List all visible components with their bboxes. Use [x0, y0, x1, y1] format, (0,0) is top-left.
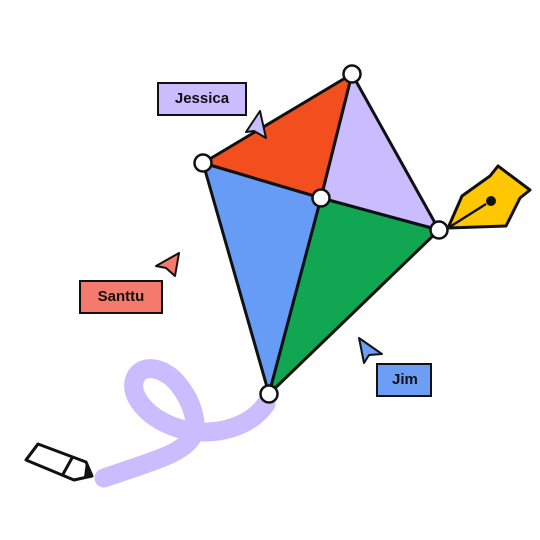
vertex-handle-left[interactable]	[193, 153, 213, 173]
pencil-icon[interactable]	[24, 442, 94, 482]
cursor-santtu-icon	[155, 252, 180, 277]
vertex-handle-top[interactable]	[342, 64, 362, 84]
vertex-handle-right[interactable]	[429, 220, 449, 240]
collaborator-label-jim: Jim	[376, 363, 432, 397]
cursor-jessica-icon	[245, 110, 267, 139]
vertex-handle-center[interactable]	[311, 188, 331, 208]
collaborator-label-jessica: Jessica	[157, 82, 247, 116]
cursor-jim-icon	[358, 337, 383, 364]
collaborator-label-santtu: Santtu	[79, 280, 163, 314]
vertex-handle-bottom[interactable]	[259, 384, 279, 404]
pen-nib-icon[interactable]	[446, 164, 532, 230]
kite-panel-bottom-right[interactable]	[267, 196, 441, 396]
kite-tail	[94, 359, 276, 488]
